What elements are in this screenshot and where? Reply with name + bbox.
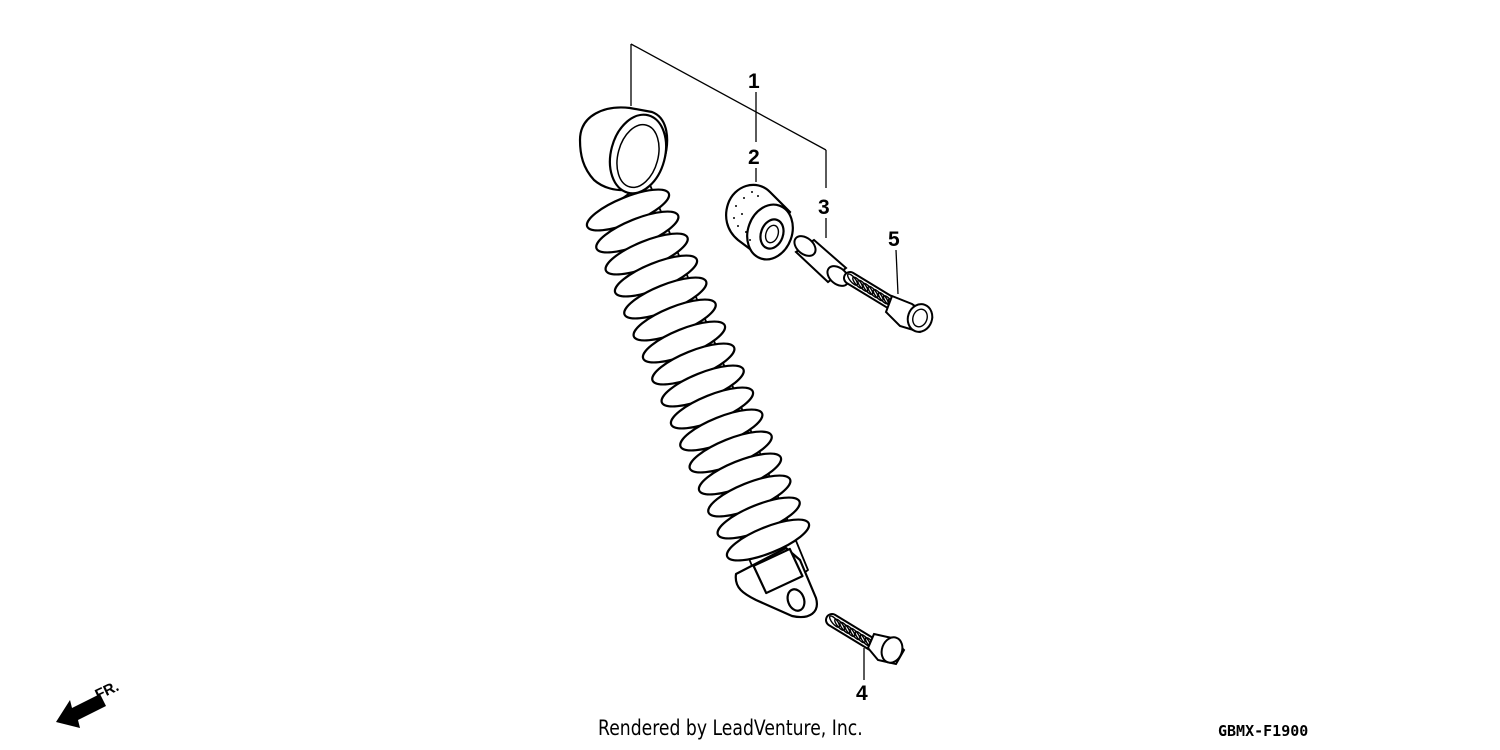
flange-bolt-lower <box>825 613 906 666</box>
front-arrow-icon <box>56 694 106 728</box>
diagram-code: GBMX-F1900 <box>1218 722 1309 740</box>
coil-spring <box>585 188 811 562</box>
rubber-bushing <box>725 183 794 261</box>
callout-bracket <box>630 43 827 188</box>
render-credit: Rendered by LeadVenture, Inc. <box>598 716 863 740</box>
front-direction-indicator: FR. <box>56 678 122 728</box>
flange-bolt-upper <box>843 271 934 334</box>
callout-5: 5 <box>888 228 900 251</box>
callout-4: 4 <box>856 682 868 705</box>
callout-3: 3 <box>818 196 830 219</box>
callout-2: 2 <box>748 146 760 169</box>
collar <box>793 235 850 287</box>
spring-coil <box>725 518 811 562</box>
front-label: FR. <box>93 678 122 704</box>
leader-lines <box>755 168 899 680</box>
callout-1: 1 <box>748 70 760 93</box>
shock-absorber <box>578 106 818 619</box>
